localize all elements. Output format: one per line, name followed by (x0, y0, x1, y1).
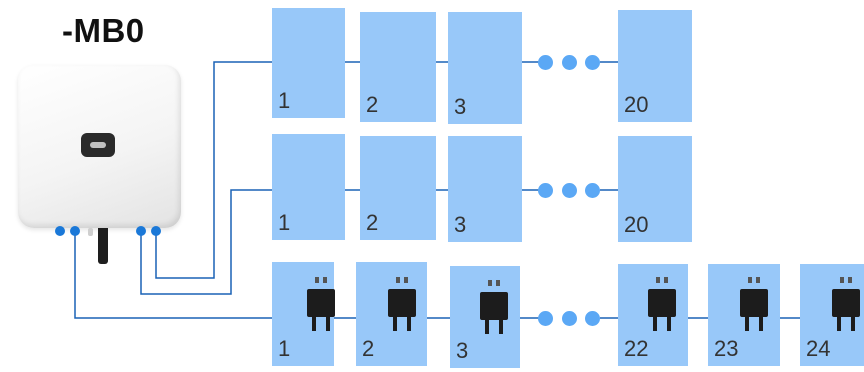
panel-number: 2 (366, 92, 379, 117)
optimizer-icon (388, 277, 416, 331)
panel-number: 3 (456, 338, 469, 363)
panel-number: 23 (714, 336, 739, 361)
panel-number: 24 (806, 336, 831, 361)
ellipsis-dot (562, 183, 577, 198)
dc-switch-cap (88, 228, 93, 236)
pv-panel: 2 (360, 12, 436, 122)
pv-panel: 1 (272, 8, 345, 118)
terminal-dot (70, 226, 80, 236)
ellipsis-dot (538, 311, 553, 326)
dc-switch (98, 228, 108, 264)
pv-panel: 20 (618, 136, 692, 242)
ellipsis-dot (585, 183, 600, 198)
panel-number: 20 (624, 92, 649, 117)
panel-number: 3 (454, 94, 467, 119)
brand-logo (90, 142, 106, 148)
pv-panel: 20 (618, 10, 692, 122)
panel-number: 1 (278, 88, 291, 113)
diagram-title: -MB0 (62, 12, 145, 49)
pv-panel: 1 (272, 134, 345, 240)
terminal-dot (136, 226, 146, 236)
ellipsis-dot (538, 55, 553, 70)
ellipsis-dot (562, 311, 577, 326)
ellipsis-dot (538, 183, 553, 198)
panel-number: 22 (624, 336, 649, 361)
panel-number: 3 (454, 212, 467, 237)
optimizer-icon (832, 277, 860, 331)
panel-number: 2 (366, 210, 379, 235)
pv-panel: 3 (448, 12, 522, 124)
optimizer-icon (740, 277, 768, 331)
inverter-display (81, 133, 115, 157)
wire-string-2 (140, 189, 272, 295)
inverter (18, 65, 181, 228)
panel-number: 1 (278, 336, 291, 361)
optimizer-icon (307, 277, 335, 331)
panel-number: 20 (624, 212, 649, 237)
ellipsis-dot (562, 55, 577, 70)
ellipsis-dot (585, 311, 600, 326)
wire-string-1 (155, 61, 272, 279)
pv-panel: 2 (360, 136, 436, 240)
pv-panel-with-optimizer: 22 (618, 264, 688, 366)
pv-panel: 3 (448, 136, 522, 242)
optimizer-icon (648, 277, 676, 331)
terminal-dot (55, 226, 65, 236)
ellipsis-dot (585, 55, 600, 70)
wire-string-3 (74, 231, 272, 319)
panel-number: 2 (362, 336, 375, 361)
optimizer-icon (480, 280, 508, 334)
panel-number: 1 (278, 210, 291, 235)
terminal-dot (151, 226, 161, 236)
